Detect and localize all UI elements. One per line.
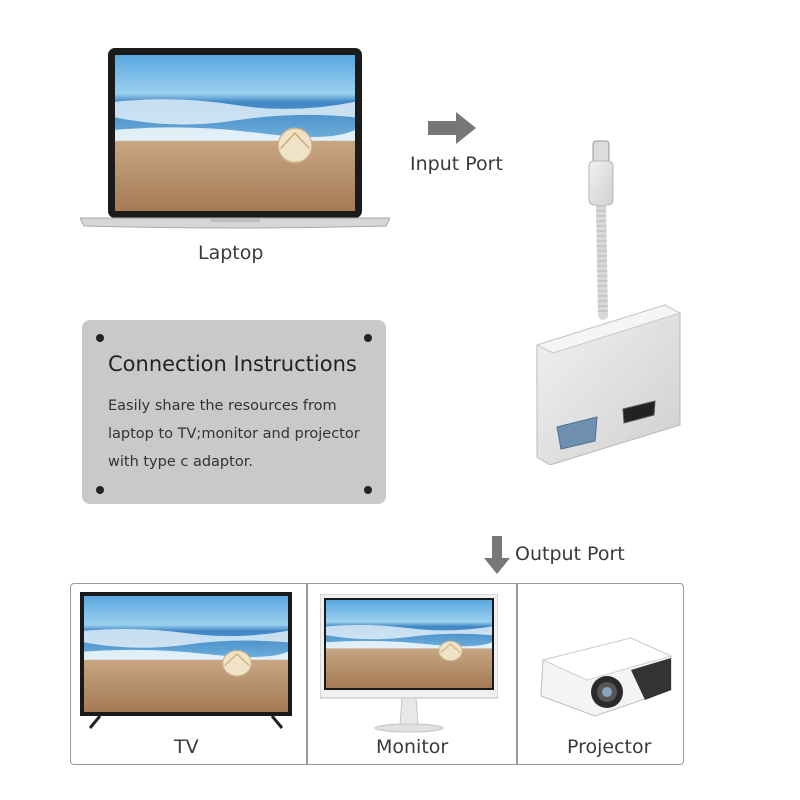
monitor-label: Monitor [376,736,449,758]
output-devices-panel [70,583,684,765]
connection-instructions-card: Connection Instructions Easily share the… [82,320,386,504]
instructions-body: Easily share the resources from laptop t… [108,398,360,470]
corner-dot [364,334,372,342]
usb-c-adapter-illustration [535,140,682,465]
projector-label: Projector [567,736,652,758]
corner-dot [96,334,104,342]
projector-illustration [540,637,673,717]
right-arrow-icon [428,112,476,144]
output-port-label: Output Port [515,543,625,565]
instructions-title: Connection Instructions [108,352,357,376]
down-arrow-icon [484,536,510,574]
tv-illustration [80,592,292,729]
tv-label: TV [174,736,199,758]
input-port-label: Input Port [410,153,503,175]
divider [306,584,308,764]
corner-dot [96,486,104,494]
laptop-label: Laptop [198,242,264,264]
laptop-illustration [80,48,390,229]
corner-dot [364,486,372,494]
divider [516,584,518,764]
monitor-illustration [320,594,498,733]
